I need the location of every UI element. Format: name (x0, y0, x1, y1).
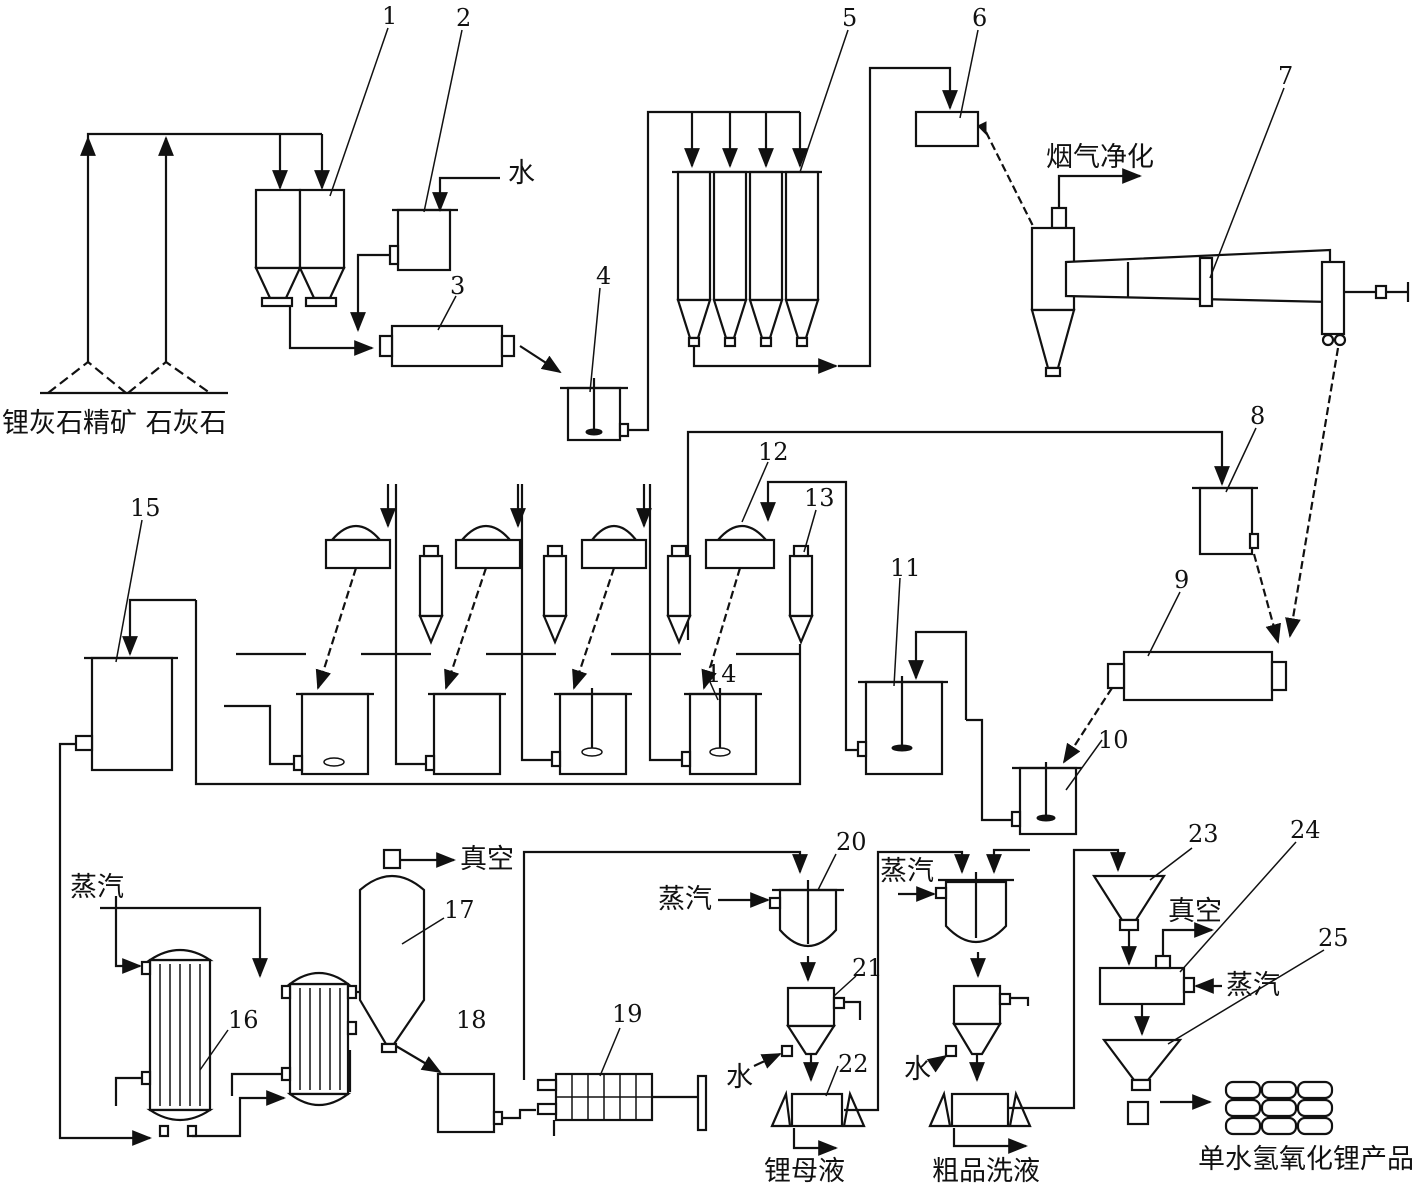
label-product: 单水氢氧化锂产品 (1198, 1144, 1414, 1175)
ball-mill-3 (378, 324, 562, 374)
feeder-6 (914, 110, 1057, 274)
number-8: 8 (1250, 402, 1265, 430)
slurry-silos-5 (672, 66, 958, 374)
number-20: 20 (836, 828, 867, 856)
tank-8 (686, 430, 1281, 644)
label-water-input: 水 (508, 158, 535, 189)
hydrocyclones-13 (418, 544, 814, 645)
number-18: 18 (456, 1006, 487, 1034)
label-vacuum-top: 真空 (460, 844, 514, 875)
stream-labels: 水 烟气净化 锂灰石精矿 石灰石 真空 蒸汽 真空 蒸汽 蒸汽 蒸汽 水 水 锂… (2, 142, 1414, 1187)
tank-18 (436, 1072, 536, 1134)
hopper-23 (1091, 874, 1167, 966)
number-13: 13 (804, 484, 835, 512)
filter-press-19 (522, 850, 808, 1136)
slurry-tank-4 (560, 110, 800, 442)
label-lithium-mother-liquor: 锂母液 (764, 1156, 845, 1187)
leach-tanks-14 (194, 484, 802, 786)
label-water-center: 水 (904, 1054, 931, 1085)
number-4: 4 (596, 262, 611, 290)
leader-lines (115, 27, 1325, 1097)
tank-10 (966, 718, 1082, 836)
number-6: 6 (972, 4, 987, 32)
crystallizer-21 (753, 986, 862, 1082)
number-11: 11 (890, 554, 921, 582)
rotary-kiln-7 (1030, 168, 1410, 638)
packing-hopper-25 (1101, 1038, 1212, 1126)
label-flue-gas-purification: 烟气净化 (1046, 142, 1154, 173)
dryer-24 (1098, 922, 1222, 1036)
number-7: 7 (1278, 62, 1293, 90)
label-water-21: 水 (726, 1062, 753, 1093)
number-10: 10 (1098, 726, 1129, 754)
water-tank-2 (350, 176, 500, 332)
label-raw-materials: 锂灰石精矿 石灰石 (2, 408, 227, 439)
label-steam-left: 蒸汽 (70, 872, 124, 903)
tank-11 (760, 480, 968, 776)
label-crude-wash-liquor: 粗品洗液 (932, 1156, 1040, 1187)
ball-mill-9 (1062, 650, 1288, 764)
label-steam-24: 蒸汽 (1226, 970, 1280, 1001)
number-16: 16 (228, 1006, 259, 1034)
number-22: 22 (838, 1050, 869, 1078)
label-steam-center: 蒸汽 (880, 856, 934, 887)
raw-material-piles (40, 132, 330, 395)
dissolver-center (898, 848, 1126, 1154)
tank-15 (58, 598, 196, 1146)
number-21: 21 (852, 954, 883, 982)
equipment-numbers: 1 2 3 4 5 6 7 8 9 10 11 12 13 14 15 16 1… (130, 2, 1349, 1078)
number-19: 19 (612, 1000, 643, 1028)
crystallizer-17 (358, 848, 456, 1074)
number-23: 23 (1188, 820, 1219, 848)
dissolver-20 (718, 880, 844, 982)
centrifuge-22 (770, 850, 924, 1156)
number-12: 12 (758, 438, 789, 466)
number-2: 2 (456, 4, 471, 32)
number-3: 3 (450, 272, 465, 300)
number-24: 24 (1290, 816, 1321, 844)
label-steam-20: 蒸汽 (658, 884, 712, 915)
number-5: 5 (842, 4, 857, 32)
label-vacuum-right: 真空 (1168, 896, 1222, 927)
number-25: 25 (1318, 924, 1349, 952)
silo-1 (254, 188, 374, 356)
number-9: 9 (1174, 566, 1189, 594)
number-15: 15 (130, 494, 161, 522)
evaporators-16 (100, 896, 380, 1138)
number-17: 17 (444, 896, 475, 924)
number-1: 1 (382, 2, 397, 30)
number-14: 14 (706, 660, 737, 688)
filters-12 (324, 484, 776, 570)
product-bags (1224, 1080, 1334, 1136)
